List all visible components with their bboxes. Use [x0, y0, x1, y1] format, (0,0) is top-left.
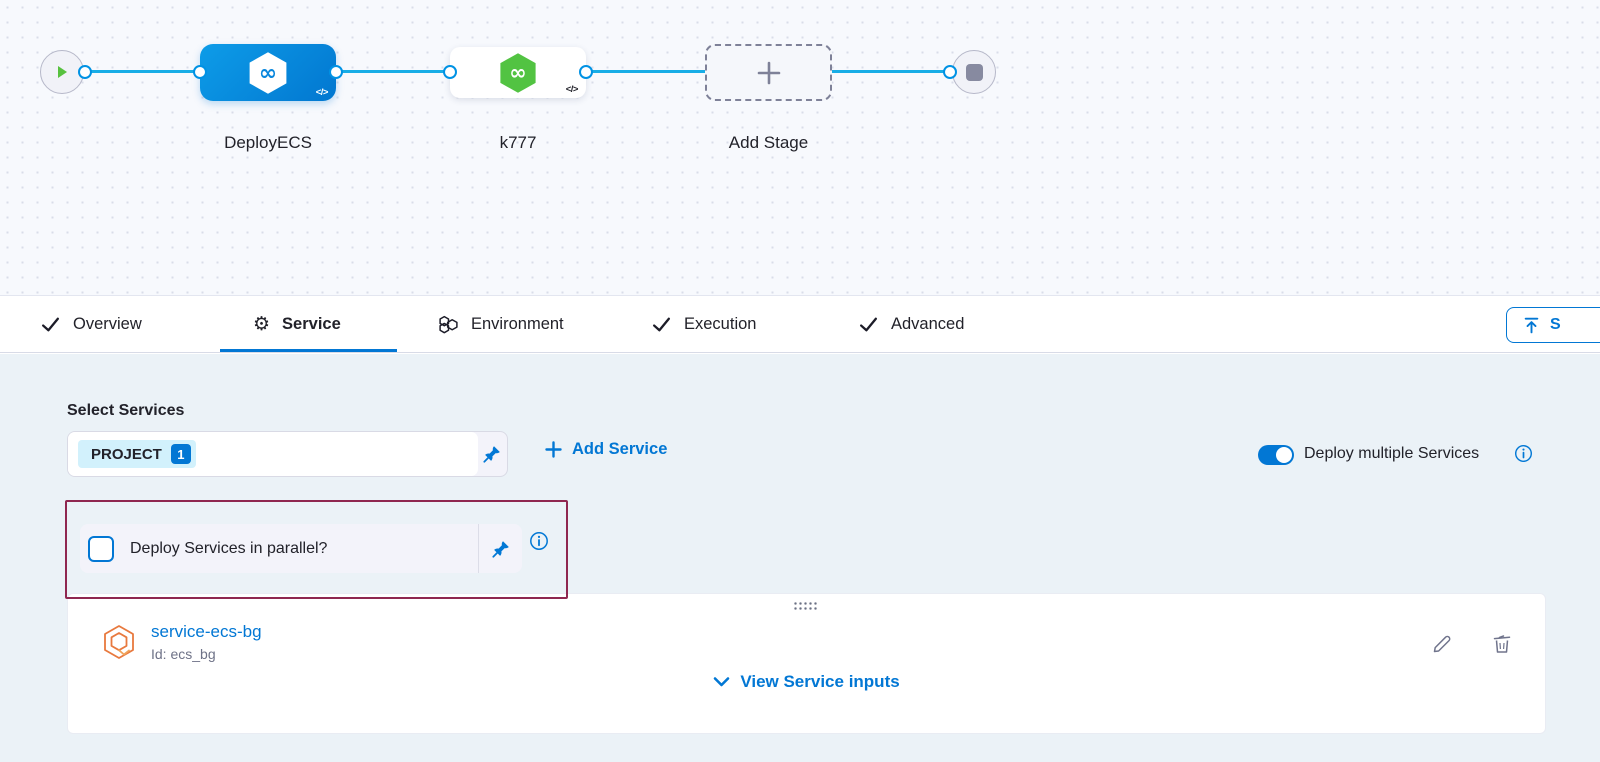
stage-tabbar: Overview ⚙ Service Environment Execution… — [0, 297, 1600, 353]
stage-label-k777: k777 — [499, 133, 537, 152]
tab-environment[interactable]: Environment — [438, 297, 564, 352]
service-card: service-ecs-bg Id: ecs_bg — [67, 593, 1546, 734]
pin-input-type-button[interactable] — [476, 432, 507, 476]
check-icon — [859, 317, 878, 332]
harness-cd-icon: ∞ — [249, 51, 287, 94]
pipeline-canvas[interactable]: ∞ </> ∞ </> DeployECS k777 Ad — [0, 0, 1600, 296]
active-tab-underline — [220, 349, 397, 352]
chip-label: PROJECT — [91, 445, 162, 463]
edit-service-button[interactable] — [1428, 630, 1456, 658]
svg-text:∞: ∞ — [509, 60, 526, 84]
tab-advanced[interactable]: Advanced — [858, 297, 964, 352]
stage-node-k777[interactable]: ∞ </> — [450, 47, 586, 98]
connector-endpoint[interactable] — [943, 65, 957, 79]
drag-handle[interactable] — [792, 601, 818, 611]
stage-label-add-stage: Add Stage — [728, 133, 809, 152]
deploy-parallel-label: Deploy Services in parallel? — [130, 539, 328, 557]
plus-icon — [545, 441, 562, 458]
stage-label-deployecs: DeployECS — [224, 133, 312, 152]
tab-overview[interactable]: Overview — [40, 297, 142, 352]
save-button-label: S — [1550, 316, 1561, 333]
pin-input-type-button[interactable] — [478, 524, 522, 573]
deploy-parallel-checkbox[interactable] — [88, 535, 114, 562]
toggle-knob — [1276, 447, 1292, 463]
trash-icon — [1493, 635, 1511, 653]
add-stage-button[interactable] — [705, 44, 832, 101]
info-icon — [1514, 444, 1533, 463]
pipeline-end-node[interactable] — [952, 50, 996, 94]
tab-label: Overview — [73, 315, 142, 333]
tab-label: Environment — [471, 315, 564, 333]
pipeline-start-node[interactable] — [40, 50, 84, 94]
gear-icon: ⚙ — [253, 313, 271, 335]
pin-icon — [482, 446, 500, 463]
deploy-parallel-row: Deploy Services in parallel? — [80, 524, 522, 573]
service-id-text: Id: ecs_bg — [151, 646, 216, 662]
connector-endpoint[interactable] — [78, 65, 92, 79]
connector-endpoint[interactable] — [193, 65, 207, 79]
info-icon — [530, 532, 548, 550]
environment-hexagons-icon — [439, 315, 458, 334]
service-hexagon-icon — [104, 625, 134, 659]
select-services-label: Select Services — [67, 402, 185, 419]
tab-label: Execution — [684, 315, 757, 333]
connector-endpoint[interactable] — [579, 65, 593, 79]
upload-icon — [1524, 317, 1539, 333]
harness-cd-icon-green: ∞ — [500, 52, 536, 93]
stop-icon — [965, 63, 983, 81]
select-services-input[interactable]: PROJECT 1 — [67, 431, 508, 477]
add-service-label: Add Service — [572, 440, 668, 458]
plus-icon — [757, 61, 780, 84]
chevron-down-icon — [714, 677, 730, 687]
select-services-field[interactable]: PROJECT 1 — [68, 432, 478, 476]
save-button[interactable]: S — [1506, 307, 1600, 343]
deploy-multiple-services-toggle[interactable] — [1258, 445, 1294, 465]
tab-label: Advanced — [891, 315, 965, 333]
pencil-icon — [1433, 635, 1451, 653]
check-icon — [652, 317, 671, 332]
view-service-inputs-label: View Service inputs — [740, 672, 900, 691]
view-service-inputs-link[interactable]: View Service inputs — [68, 672, 1545, 692]
pin-icon — [491, 540, 509, 558]
tab-label: Service — [282, 315, 341, 333]
play-icon — [58, 66, 67, 78]
connector-endpoint[interactable] — [443, 65, 457, 79]
svg-text:∞: ∞ — [259, 60, 277, 85]
delete-service-button[interactable] — [1488, 630, 1516, 658]
deploy-multiple-services-label: Deploy multiple Services — [1304, 445, 1480, 462]
project-scope-chip[interactable]: PROJECT 1 — [78, 440, 196, 468]
service-tab-panel: Select Services PROJECT 1 Add Service — [0, 354, 1600, 762]
deploy-parallel-info-button[interactable] — [529, 531, 549, 556]
deploy-multiple-info-button[interactable] — [1514, 444, 1533, 468]
tab-service[interactable]: ⚙ Service — [253, 297, 341, 352]
yaml-code-badge[interactable]: </> — [565, 84, 579, 95]
stage-node-deployecs[interactable]: ∞ </> — [200, 44, 336, 101]
yaml-code-badge[interactable]: </> — [315, 87, 329, 98]
connector-endpoint[interactable] — [329, 65, 343, 79]
chip-count-badge: 1 — [170, 444, 191, 464]
add-service-button[interactable]: Add Service — [545, 440, 667, 459]
check-icon — [41, 317, 60, 332]
tab-execution[interactable]: Execution — [651, 297, 756, 352]
service-name-link[interactable]: service-ecs-bg — [151, 622, 262, 641]
